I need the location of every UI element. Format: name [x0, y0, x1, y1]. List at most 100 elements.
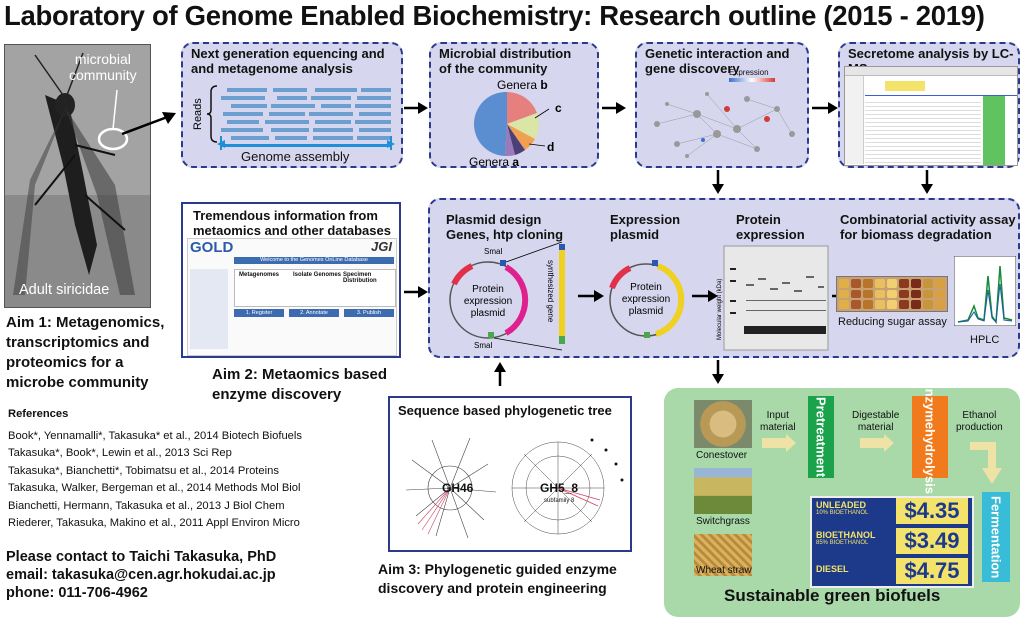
svg-text:c: c — [555, 101, 562, 115]
reference-item: Takasuka, Walker, Bergeman et al., 2014 … — [8, 482, 301, 494]
sign-unleaded: UNLEADED — [816, 500, 867, 510]
pie-slice-d3 — [505, 124, 515, 157]
title-line: Tremendous information from — [193, 208, 378, 223]
arrow-icon — [970, 442, 1002, 484]
reducing-sugar-label: Reducing sugar assay — [838, 316, 947, 328]
plate-well — [923, 300, 933, 309]
arrow-icon — [762, 434, 796, 452]
title-line: Expression — [610, 212, 681, 227]
title-line: of the community — [439, 61, 548, 76]
label-line: Digestable — [852, 410, 900, 421]
expression-plasmid-title: Expression plasmid — [610, 212, 680, 242]
plate-well — [923, 289, 933, 299]
aim-line: transcriptomics and — [6, 334, 150, 351]
label-line: community — [69, 67, 137, 83]
svg-text:Molecular weight (kDa): Molecular weight (kDa) — [717, 279, 723, 340]
svg-text:GH5_8: GH5_8 — [540, 481, 578, 495]
svg-text:Genera a: Genera a — [469, 155, 519, 168]
aim3-text: Aim 3: Phylogenetic guided enzyme discov… — [378, 560, 617, 598]
pretreatment-step: Pretreatment — [808, 396, 834, 478]
plate-well — [851, 279, 861, 288]
expression-legend-label: Expression — [729, 68, 769, 77]
crop-label: Wheat straw — [696, 565, 752, 576]
distribution-box: Microbial distribution of the community … — [429, 42, 599, 168]
step-publish: 3. Publish — [344, 309, 394, 317]
enzyme-hydrolysis-step: Enzyme hydrolysis — [912, 380, 948, 494]
plate-well — [935, 289, 945, 299]
phylogenetic-title: Sequence based phylogenetic tree — [398, 403, 612, 418]
label-line: Input — [766, 410, 789, 421]
svg-text:synthesized gene: synthesized gene — [546, 260, 555, 323]
aim2-text: Aim 2: Metaomics based enzyme discovery — [212, 365, 387, 405]
pie-slice-d1 — [507, 124, 535, 150]
contact-name: Please contact to Taichi Takasuka, PhD — [6, 549, 277, 565]
microbial-community-label: microbial community — [69, 51, 137, 83]
plate-well — [935, 279, 945, 288]
title-line: Plasmid design — [446, 212, 542, 227]
plate-well — [899, 289, 909, 299]
plate-well — [839, 279, 849, 288]
hplc-label: HPLC — [970, 334, 1000, 346]
label-line: material — [760, 422, 796, 433]
reference-item: Takasuka*, Book*, Lewin et al., 2013 Sci… — [8, 447, 232, 459]
svg-text:Protein: Protein — [472, 284, 504, 295]
svg-text:expression: expression — [622, 294, 670, 305]
corn-stover-photo — [694, 400, 752, 448]
secretome-box: Secretome analysis by LC-MS — [838, 42, 1020, 168]
plate-well — [851, 289, 861, 299]
col-metagenomes: Metagenomes — [239, 272, 280, 278]
distribution-title: Microbial distribution of the community — [439, 46, 571, 76]
svg-text:subfamily 8: subfamily 8 — [544, 498, 575, 504]
databases-title: Tremendous information from metaomics an… — [193, 208, 391, 238]
aim-line: microbe community — [6, 374, 149, 391]
plate-well — [875, 279, 885, 288]
plate-well — [839, 289, 849, 299]
sign-bioethanol: BIOETHANOL — [816, 530, 876, 540]
fermentation-step: Fermentation — [982, 492, 1010, 582]
col-specimen: Specimen Distribution — [343, 272, 377, 284]
input-material-label: Input material — [760, 410, 796, 434]
aim-line: discovery and protein engineering — [378, 580, 607, 596]
svg-text:expression: expression — [464, 296, 512, 307]
svg-text:SmaI: SmaI — [474, 341, 493, 350]
arrow-icon — [404, 102, 428, 114]
plate-well — [875, 300, 885, 309]
aim-line: Aim 3: Phylogenetic guided enzyme — [378, 561, 617, 577]
network-graph — [654, 78, 795, 158]
pie-slice-c — [507, 113, 539, 139]
plate-well — [887, 289, 897, 299]
wheat-straw-photo — [694, 534, 752, 576]
title-line: Protein — [736, 212, 781, 227]
sign-price-diesel: $4.75 — [896, 558, 968, 584]
label-line: Ethanol — [962, 410, 997, 421]
biofuels-panel: Conestover Switchgrass Wheat straw Input… — [664, 380, 1020, 617]
title-line: gene discovery — [645, 61, 740, 76]
biofuels-title: Sustainable green biofuels — [724, 586, 941, 605]
plate-well — [863, 279, 873, 288]
contact-phone: phone: 011-706-4962 — [6, 585, 148, 601]
contact-block: Please contact to Taichi Takasuka, PhD e… — [6, 548, 276, 602]
reads-label: Reads — [192, 98, 204, 130]
plate-well — [911, 300, 921, 309]
arrow-icon — [860, 434, 894, 452]
lcms-spreadsheet — [844, 66, 1018, 166]
label-line: material — [857, 422, 894, 433]
title-line: expression — [736, 227, 805, 242]
pipeline-box: Plasmid design Genes, htp cloning Expres… — [428, 198, 1020, 358]
svg-text:plasmid: plasmid — [629, 306, 663, 317]
references-list: References Book*, Yennamalli*, Takasuka*… — [8, 406, 302, 533]
crop-label: Conestover — [696, 450, 748, 461]
sign-diesel: DIESEL — [816, 564, 849, 574]
plate-well — [911, 279, 921, 288]
sign-price-bioethanol: $3.49 — [896, 528, 968, 554]
step-register: 1. Register — [234, 309, 284, 317]
genetic-title: Genetic interaction and gene discovery — [645, 46, 789, 76]
assay-title: Combinatorial activity assay for biomass… — [840, 212, 1016, 242]
plate-well — [899, 279, 909, 288]
reference-item: Riederer, Takasuka, Makino et al., 2011 … — [8, 517, 300, 529]
plate-well — [851, 300, 861, 309]
arrow-icon — [404, 286, 428, 298]
switchgrass-photo — [694, 468, 752, 514]
aim-line: enzyme discovery — [212, 386, 342, 403]
aim-line: proteomics for a — [6, 354, 124, 371]
